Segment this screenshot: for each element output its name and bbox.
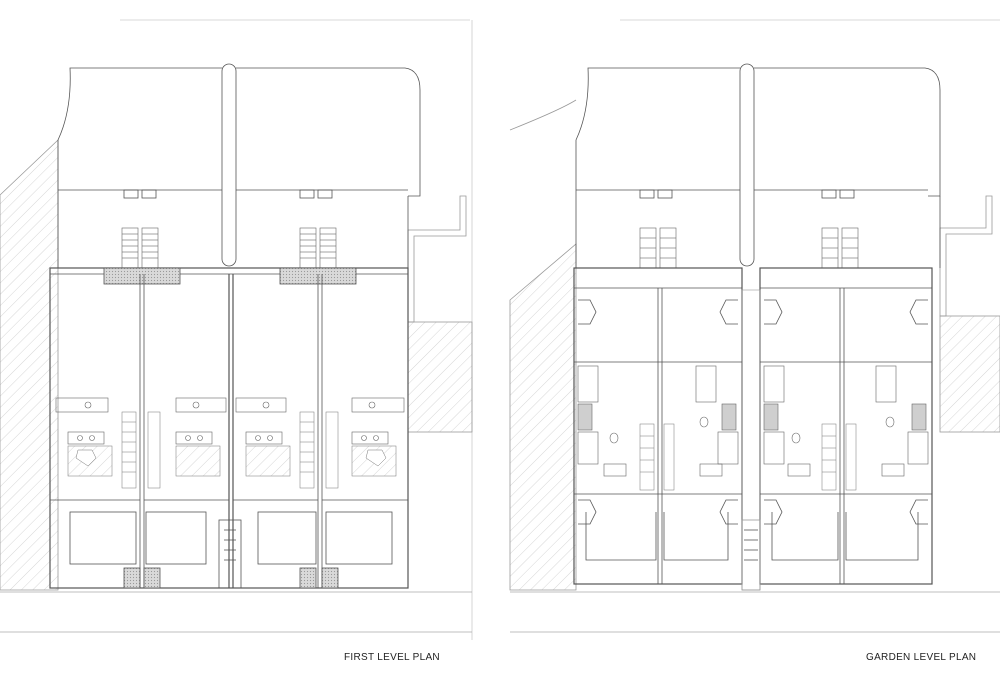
front-room-4 [325,511,393,565]
front-room-3 [257,511,317,565]
first-level-plan-title: FIRST LEVEL PLAN [344,652,440,663]
gate-left-b [141,189,157,199]
neighbour-wall-right [407,195,467,323]
garden-level-plan [509,19,1000,633]
front-walk-stair [218,519,242,589]
neighbour-building-right [407,321,473,433]
rear-stairs-right [299,227,337,269]
front-room-2 [145,511,207,565]
first-level-plan [0,19,473,640]
rear-court-wall-left [575,67,740,190]
rear-stairs-left [121,227,159,269]
gate-right-a [299,189,315,199]
bathrooms [577,365,929,477]
neighbour-building-left [0,139,59,591]
neighbour-building-left [509,243,577,591]
rear-stairs [639,227,859,269]
interior-stairs [121,411,339,489]
front-room-1 [69,511,137,565]
party-wall-rear [739,63,755,267]
rear-court-wall-left [57,67,222,190]
gate-right-b [317,189,333,199]
kitchen-counters [55,397,405,445]
powder-rooms [67,445,397,477]
rear-court-wall-right [236,67,421,197]
party-wall-rear [221,63,237,267]
garden-level-plan-title: GARDEN LEVEL PLAN [866,652,977,663]
neighbour-building-right [939,315,1000,433]
rear-deck-1 [103,267,181,285]
gate-left-a [123,189,139,199]
interior-stairs [639,423,857,491]
